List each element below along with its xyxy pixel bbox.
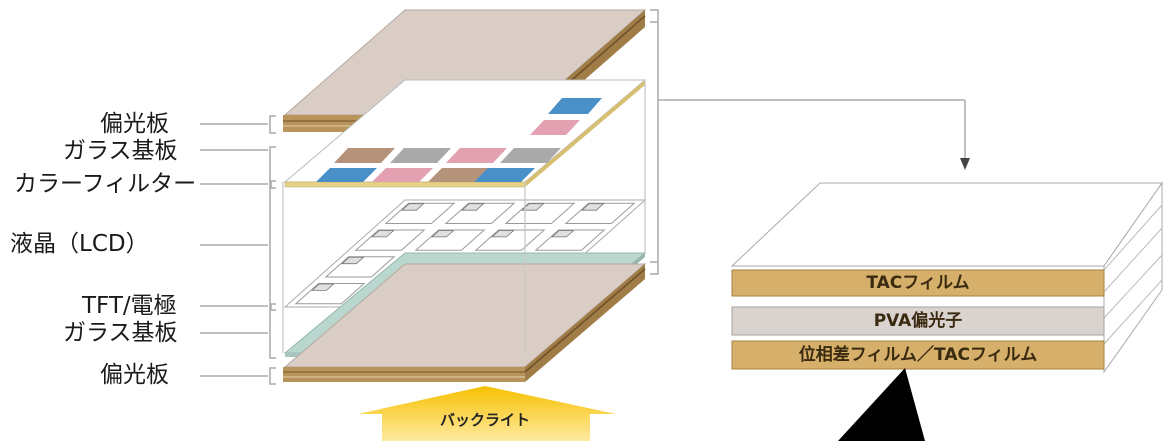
label-polarizer-top: 偏光板 xyxy=(100,111,169,137)
tac-film-label: TACフィルム xyxy=(866,273,970,293)
tft-transistor xyxy=(460,203,485,211)
retardation-tac-layer xyxy=(731,340,1105,370)
label-glass-top: ガラス基板 xyxy=(63,138,178,164)
color-filter-glass-layer xyxy=(283,79,647,188)
label-tft-electrode: TFT/電極 xyxy=(82,293,177,319)
retardation-tac-label: 位相差フィルム／TACフィルム xyxy=(798,345,1038,365)
detail-connector xyxy=(650,9,966,275)
tft-pixel-cell xyxy=(414,229,486,251)
filter-cell-blue xyxy=(548,98,602,114)
filter-cell-brown xyxy=(334,148,395,163)
layer-frame-lines xyxy=(282,80,646,353)
tft-transistor xyxy=(370,230,395,238)
tft-pixel-cell xyxy=(324,256,396,278)
tft-pixel-cell xyxy=(384,202,456,224)
filter-cell-blue xyxy=(474,168,535,182)
backlight-label: バックライト xyxy=(439,411,530,429)
label-color-filter: カラーフィルター xyxy=(14,171,197,197)
tft-transistor xyxy=(310,283,335,291)
tft-transistor xyxy=(430,230,455,238)
pva-label: PVA偏光子 xyxy=(873,311,963,331)
tft-pixel-cell xyxy=(354,229,426,251)
tft-transistor xyxy=(580,203,605,211)
tft-transistor xyxy=(520,203,545,211)
tft-pixel-cell xyxy=(564,202,636,224)
tac-film-layer xyxy=(731,269,1105,297)
filter-cell-brown xyxy=(428,168,489,182)
tft-transistor xyxy=(340,256,365,265)
left-leader-lines xyxy=(200,115,276,385)
tft-transistor xyxy=(490,230,515,238)
tft-pixel-cell xyxy=(294,283,366,305)
tft-pixel-cell xyxy=(474,229,546,251)
tft-pixel-cell xyxy=(444,202,516,224)
filter-cell-gray xyxy=(390,148,451,163)
filter-cell-pink xyxy=(446,148,507,163)
filter-cell-pink xyxy=(530,120,580,135)
pointer-triangle xyxy=(838,368,925,441)
polarizer-detail-stack xyxy=(730,181,1163,374)
connector-arrowhead xyxy=(960,158,970,170)
label-liquid-crystal: 液晶（LCD） xyxy=(10,231,149,257)
tft-pixel-cell xyxy=(504,202,576,224)
filter-cell-blue xyxy=(316,168,377,182)
filter-cell-pink xyxy=(372,168,433,182)
tft-transistor xyxy=(550,230,575,238)
backlight-arrow xyxy=(358,386,616,441)
tft-pixel-cell xyxy=(534,229,606,251)
bottom-polarizer-layer xyxy=(283,263,647,382)
label-polarizer-bottom: 偏光板 xyxy=(100,362,169,388)
tft-transistor xyxy=(400,203,425,211)
pva-layer xyxy=(731,306,1105,336)
label-glass-bottom: ガラス基板 xyxy=(63,320,178,346)
filter-cell-gray xyxy=(500,148,561,163)
